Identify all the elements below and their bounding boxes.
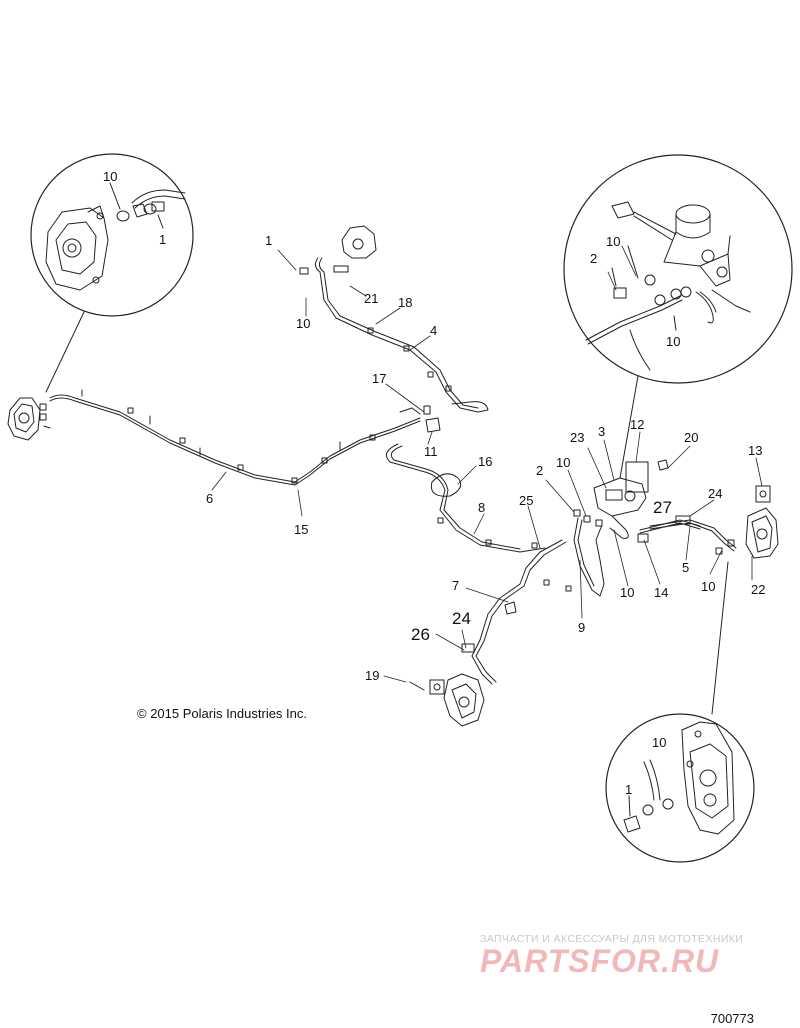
banjo-bolt [151,201,165,212]
brake-line-7 [461,539,572,685]
callout-c1: 10 [103,169,117,184]
callout-c7: 4 [430,323,437,338]
caliper-detail-right [681,721,735,835]
master-cylinder-valve [573,459,701,543]
banjo-fitting [132,203,148,218]
brake-line-9 [573,517,605,597]
callout-c29: 10 [620,585,634,600]
callout-c11: 15 [294,522,308,537]
detail-circle-left-caliper [30,153,194,393]
left-front-caliper [409,673,485,727]
callout-c17: 2 [590,251,597,266]
callout-c8: 17 [372,371,386,386]
callout-c32: 10 [701,579,715,594]
leader-lines [211,245,763,683]
callout-c10: 6 [206,491,213,506]
banjo-bolt [613,287,627,299]
brake-line-4 [314,257,489,413]
callout-c35: 26 [411,625,430,644]
brake-line-8 [385,443,546,553]
callout-c36: 19 [365,668,379,683]
callout-labels: 10 1 1 10 21 18 4 17 11 6 15 16 8 2 10 1… [103,169,765,797]
callout-c25: 24 [708,486,722,501]
callout-c37: 10 [652,735,666,750]
callout-c15: 10 [556,455,570,470]
copyright-notice: © 2015 Polaris Industries Inc. [137,706,307,721]
callout-c14: 2 [536,463,543,478]
crush-washer [143,203,157,215]
callout-c30: 14 [654,585,668,600]
callout-c20: 3 [598,424,605,439]
callout-c12: 16 [478,454,492,469]
brake-line-6 [49,389,421,486]
callout-c16: 10 [606,234,620,249]
callout-c4: 10 [296,316,310,331]
callout-c24: 27 [653,498,672,517]
callout-c26: 25 [519,493,533,508]
callout-c21: 12 [630,417,644,432]
crush-washer [116,210,130,222]
junction-block [423,405,441,433]
detail-circle-master-cylinder [563,154,793,479]
caliper-detail-left [45,205,109,291]
callout-c9: 11 [424,444,438,459]
brake-hose-detail [643,761,655,801]
callout-c27: 7 [452,578,459,593]
callout-c28: 9 [578,620,585,635]
callout-c38: 1 [625,782,632,797]
watermark-logo: PARTSFOR.RU [480,943,720,979]
brake-line-5 [649,515,737,555]
detail-circle-right-caliper [605,561,755,863]
callout-c34: 24 [452,609,471,628]
callout-c19: 23 [570,430,584,445]
callout-c2: 1 [159,232,166,247]
callout-c18: 10 [666,334,680,349]
detail-brake-lines [585,289,751,371]
crush-washer [654,294,666,306]
callout-c22: 20 [684,430,698,445]
crush-washer [642,804,654,816]
watermark: ЗАПЧАСТИ И АКСЕССУАРЫ ДЛЯ МОТОТЕХНИКИ PA… [480,933,780,980]
callout-c3: 1 [265,233,272,248]
crush-washer [644,274,656,286]
callout-c6: 18 [398,295,412,310]
master-cylinder-reservoir [663,204,731,287]
pushrod-linkage [611,201,677,241]
crush-washer [662,798,674,810]
crush-washer [680,286,692,298]
callout-c23: 13 [748,443,762,458]
right-front-caliper [745,485,779,559]
drawing-number: 700773 [710,1011,754,1026]
callout-c13: 8 [478,500,485,515]
callout-c5: 21 [364,291,378,306]
left-rear-caliper [7,397,51,441]
banjo-bolt [623,815,641,833]
callout-c31: 5 [682,560,689,575]
rear-right-caliper [299,225,377,275]
brake-hose-detail [131,189,186,209]
callout-c33: 22 [751,582,765,597]
watermark-tagline: ЗАПЧАСТИ И АКСЕССУАРЫ ДЛЯ МОТОТЕХНИКИ [480,933,744,945]
